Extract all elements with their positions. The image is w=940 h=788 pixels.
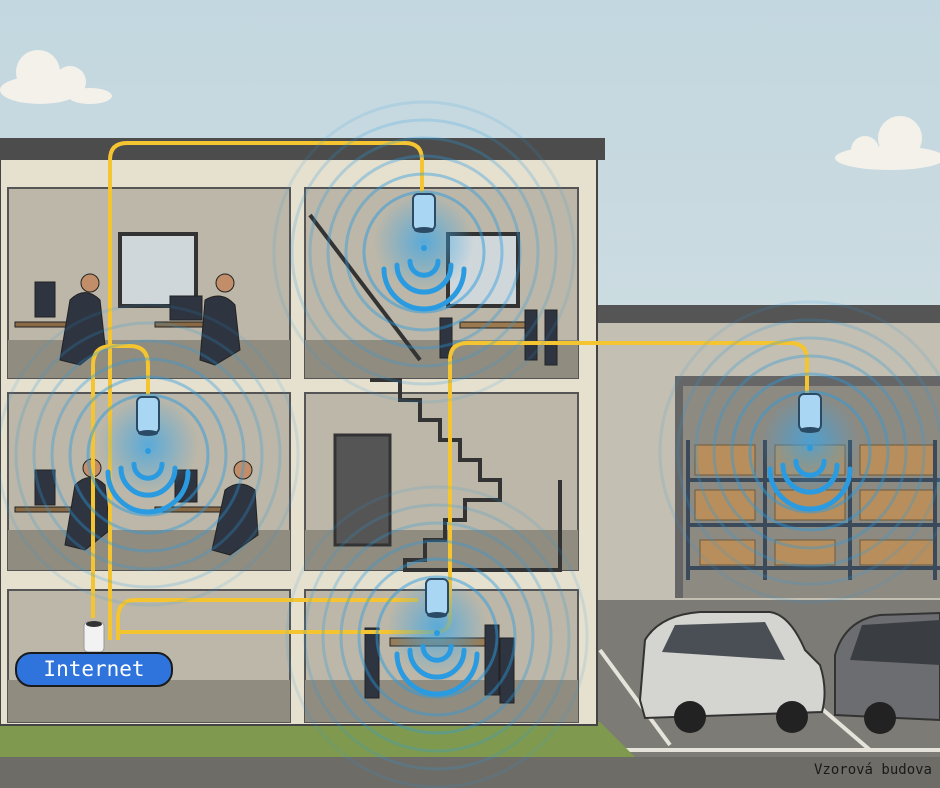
access-point-icon — [285, 485, 589, 788]
wifi-signal-icon — [767, 458, 853, 512]
router-icon — [83, 621, 105, 653]
internet-label: Internet — [15, 652, 173, 687]
access-point-icon — [272, 100, 576, 404]
access-point-icon — [658, 300, 940, 604]
wifi-signal-icon — [105, 461, 191, 515]
caption: Vzorová budova — [813, 762, 932, 778]
stairs — [370, 378, 562, 572]
wifi-signal-icon — [394, 643, 480, 697]
door — [333, 433, 392, 547]
cloud — [0, 50, 940, 170]
wifi-signal-icon — [381, 258, 467, 312]
car — [638, 611, 940, 734]
access-point-icon — [0, 303, 300, 607]
grass — [0, 722, 635, 757]
